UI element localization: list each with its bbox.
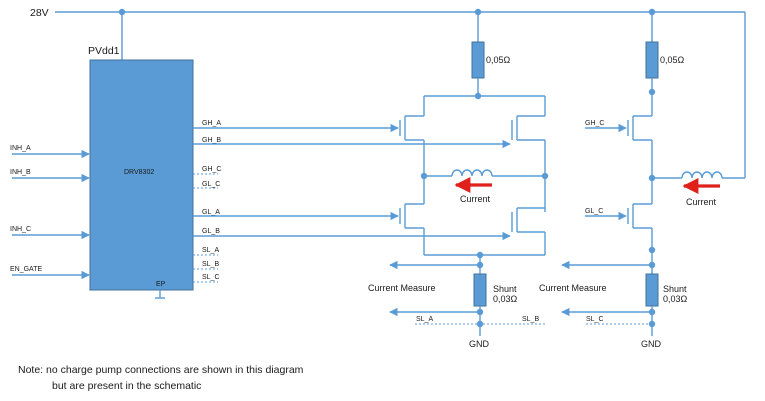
output-gl-c: GL_C (202, 181, 220, 188)
current-measure-right: Current Measure (539, 283, 607, 293)
input-inh-a: INH_A (10, 145, 31, 152)
input-inh-b: INH_B (10, 169, 31, 176)
output-gl-a: GL_A (202, 209, 220, 216)
output-gl-b: GL_B (202, 228, 220, 235)
sense-resistor-right (645, 41, 659, 79)
driver-block (89, 59, 194, 291)
rail-label: 28V (30, 7, 49, 19)
output-sl-b: SL_B (202, 261, 219, 268)
gnd-left: GND (469, 339, 490, 349)
input-inh-c: INH_C (10, 226, 31, 233)
current-label-right: Current (686, 197, 717, 207)
driver-name: DRV8302 (124, 169, 154, 176)
driver-outputs: GH_A GH_B GH_C GL_C GL_A GL_B SL_A SL_B … (202, 120, 221, 281)
footnote: Note: no charge pump connections are sho… (18, 364, 304, 392)
output-gh-b: GH_B (202, 137, 221, 144)
sense-resistor-right-label: 0,05Ω (660, 55, 685, 65)
motor-winding-left (451, 169, 493, 177)
output-sl-a: SL_A (202, 247, 219, 254)
motor-winding-right (681, 171, 723, 179)
sense-resistor-left-label: 0,05Ω (486, 55, 511, 65)
sl-a-label: SL_A (416, 316, 433, 323)
sense-resistor-left (471, 41, 485, 79)
input-en-gate: EN_GATE (10, 266, 42, 273)
driver-ic: PVdd1 DRV8302 EP (88, 12, 194, 299)
left-bridge: 0,05Ω Current (368, 12, 549, 349)
output-gh-c: GH_C (202, 166, 221, 173)
sl-c-label: SL_C (586, 316, 604, 323)
supply-rail: 28V (30, 7, 746, 179)
shunt-left-label: Shunt (493, 284, 517, 294)
gl-c-label: GL_C (585, 208, 603, 215)
shunt-right-label: Shunt (663, 284, 687, 294)
gh-c-label: GH_C (585, 120, 604, 127)
supply-label: PVdd1 (88, 45, 120, 57)
shunt-right-value: 0,03Ω (663, 294, 688, 304)
current-label-left: Current (460, 194, 491, 204)
output-gh-a: GH_A (202, 120, 221, 127)
output-sl-c: SL_C (202, 274, 220, 281)
right-bridge: 0,05Ω GH_C Current GL_C Current Measure … (539, 12, 723, 349)
shunt-left-value: 0,03Ω (493, 294, 518, 304)
driver-inputs: INH_A INH_B INH_C EN_GATE (10, 145, 90, 280)
note-line-2: but are present in the schematic (52, 380, 201, 392)
ep-label: EP (156, 281, 166, 288)
current-measure-left: Current Measure (368, 283, 436, 293)
note-line-1: Note: no charge pump connections are sho… (18, 364, 304, 376)
shunt-right (645, 273, 659, 307)
driver-output-wires (193, 123, 511, 283)
sl-b-label: SL_B (522, 316, 539, 323)
shunt-left (473, 273, 487, 307)
gnd-right: GND (641, 339, 662, 349)
